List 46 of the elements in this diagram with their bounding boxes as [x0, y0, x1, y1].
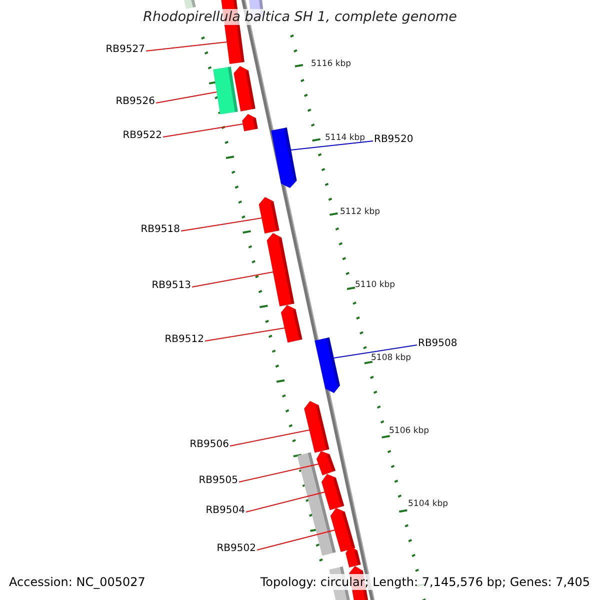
- gene-feature: [242, 114, 258, 132]
- gene-feature: [183, 0, 196, 10]
- footer-text: Accession: NC_005027: [7, 574, 148, 590]
- gene-label: RB9504: [206, 505, 245, 517]
- gene-feature: [316, 451, 336, 476]
- gene-label: RB9505: [198, 475, 238, 487]
- gene-feature: [322, 474, 344, 510]
- position-label: 5112 kbp: [340, 207, 380, 217]
- position-label: 5104 kbp: [408, 499, 448, 509]
- gene-feature: [314, 337, 340, 393]
- gene-label: RB9502: [216, 543, 256, 555]
- gene-label: RB9520: [374, 134, 414, 146]
- leader-line: [204, 328, 286, 342]
- gene-label: RB9506: [190, 439, 229, 451]
- leader-line: [333, 344, 418, 358]
- gene-label: RB9513: [152, 280, 191, 292]
- leader-line: [256, 530, 336, 550]
- leader-line: [230, 430, 310, 446]
- position-label: 5108 kbp: [371, 353, 412, 363]
- leader-line: [246, 492, 326, 512]
- gene-label: RB9512: [164, 334, 204, 346]
- leader-line: [192, 272, 274, 288]
- gene-feature: [258, 197, 280, 234]
- footer-text: Topology: circular; Length: 7,145,576 bp; Genes: 7,405: [258, 574, 592, 590]
- gene-label: RB9527: [106, 44, 145, 56]
- gene-feature: [330, 508, 356, 552]
- position-label: 5116 kbp: [311, 59, 352, 69]
- leader-line: [180, 218, 262, 232]
- gene-label: RB9508: [418, 338, 458, 350]
- leader-line: [156, 92, 218, 104]
- position-label: 5106 kbp: [389, 426, 430, 436]
- gene-feature: [234, 66, 256, 112]
- leader-line: [146, 42, 228, 52]
- gene-feature: [297, 452, 336, 556]
- gene-feature: [346, 546, 361, 568]
- leader-line: [290, 140, 374, 150]
- position-label: 5110 kbp: [355, 280, 396, 290]
- gene-label: RB9518: [140, 224, 180, 236]
- gene-label: RB9522: [122, 130, 162, 142]
- gene-feature: [280, 305, 302, 343]
- gene-feature: [213, 66, 238, 114]
- gene-feature: [271, 128, 297, 188]
- leader-line: [238, 464, 320, 482]
- position-label: 5114 kbp: [325, 133, 366, 143]
- gene-label: RB9526: [116, 96, 155, 108]
- leader-line: [162, 124, 244, 138]
